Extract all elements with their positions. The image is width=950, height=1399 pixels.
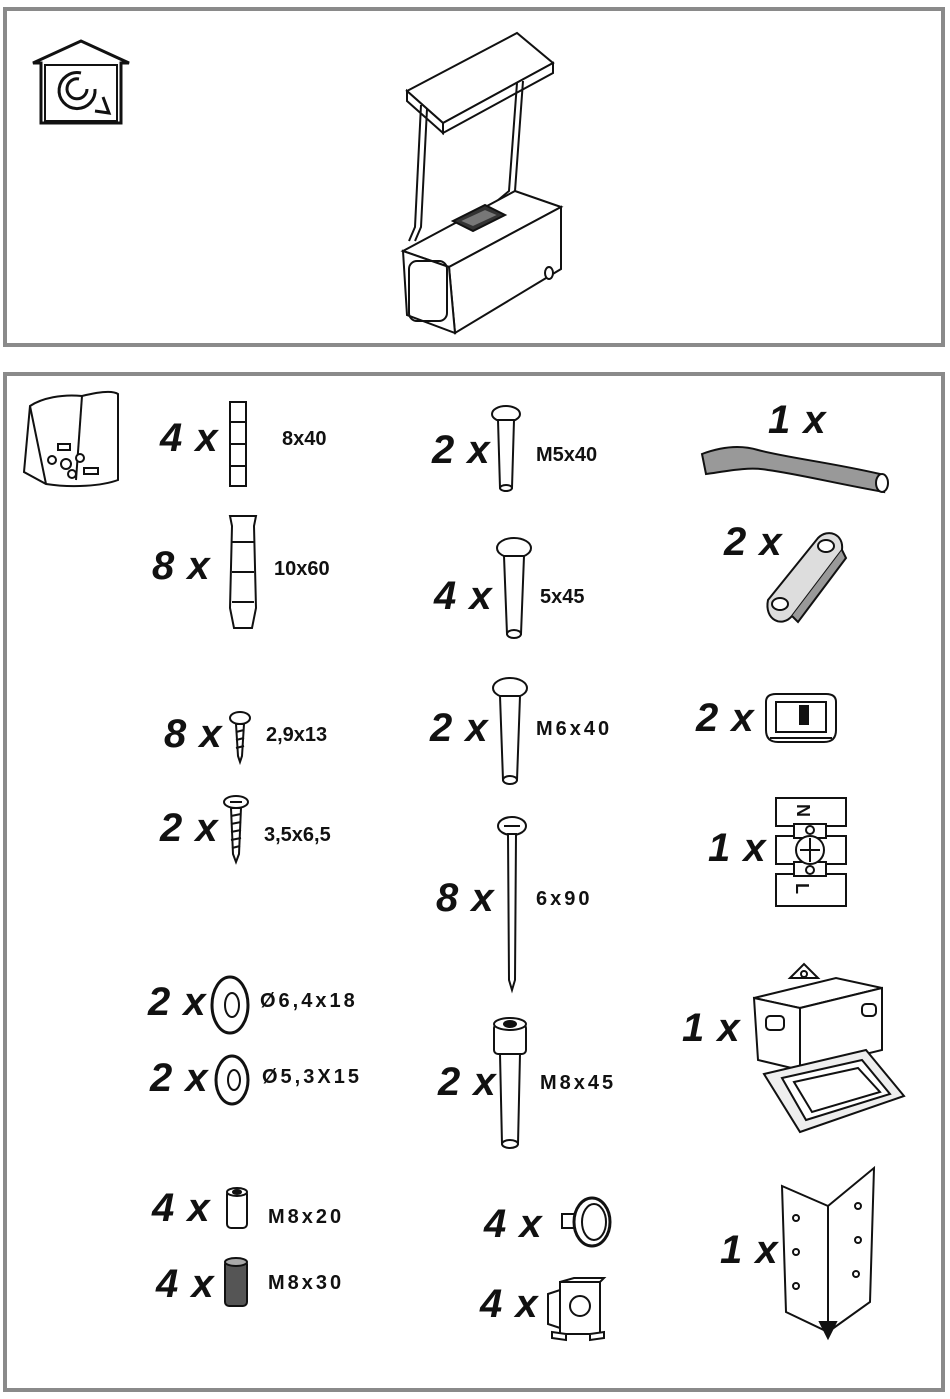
hose-icon (698, 444, 892, 496)
screw-3-5x6-5-size: 3,5x6,5 (264, 824, 331, 847)
self-tapping-screw-icon (228, 710, 252, 764)
rod-6x90-size: 6x90 (536, 888, 593, 911)
bolt-m5x40-size: M5x40 (536, 444, 597, 467)
washer-icon (208, 974, 252, 1036)
plug-10x60-qty: 8 x (152, 544, 211, 589)
washer-icon (212, 1052, 252, 1108)
plug-10x60-size: 10x60 (274, 558, 330, 581)
corner-bracket-qty: 1 x (720, 1228, 779, 1273)
long-screw-icon (496, 814, 528, 994)
clip-icon (760, 690, 842, 748)
product-panel (3, 7, 945, 347)
bolt-5x45-size: 5x45 (540, 586, 585, 609)
washer-6-4x18-qty: 2 x (148, 980, 207, 1025)
knob-icon (552, 1192, 612, 1254)
screw-3-5x6-5-qty: 2 x (160, 806, 219, 851)
hose-qty: 1 x (768, 398, 827, 443)
spacer-m8x20-size: M8x20 (268, 1206, 344, 1229)
indoor-recirculation-house-icon (29, 37, 133, 129)
self-tapping-screw-icon (222, 794, 250, 864)
wall-plug-icon (226, 512, 260, 632)
cage-nut-qty: 4 x (480, 1282, 539, 1327)
bolt-m5x40-qty: 2 x (432, 428, 491, 473)
washer-6-4x18-size: Ø6,4x18 (260, 990, 358, 1013)
spacer-m8x30-size: M8x30 (268, 1272, 344, 1295)
spacer-sleeve-dark-icon (222, 1256, 250, 1310)
socket-cap-screw-icon (490, 1016, 530, 1152)
junction-box-icon (744, 960, 908, 1138)
bolt-5x45-qty: 4 x (434, 574, 493, 619)
rod-6x90-qty: 8 x (436, 876, 495, 921)
spacer-sleeve-icon (224, 1186, 250, 1232)
washer-5-3x15-size: Ø5,3X15 (262, 1066, 362, 1089)
terminal-block-qty: 1 x (708, 826, 767, 871)
bolt-m6x40-size: M6x40 (536, 718, 612, 741)
spacer-m8x30-qty: 4 x (156, 1262, 215, 1307)
plug-8x40-size: 8x40 (282, 428, 327, 451)
terminal-label-n: N (792, 804, 813, 817)
accessory-bag-icon (22, 388, 122, 492)
bolt-icon (490, 676, 530, 788)
washer-5-3x15-qty: 2 x (150, 1056, 209, 1101)
socket-m8x45-size: M8x45 (540, 1072, 616, 1095)
terminal-label-l: L (791, 883, 812, 894)
cooker-hood-illustration (397, 31, 567, 331)
screw-2-9x13-size: 2,9x13 (266, 724, 327, 747)
socket-m8x45-qty: 2 x (438, 1060, 497, 1105)
junction-box-qty: 1 x (682, 1006, 741, 1051)
spacer-m8x20-qty: 4 x (152, 1186, 211, 1231)
cage-nut-icon (546, 1276, 608, 1342)
corner-bracket-icon (776, 1162, 880, 1342)
bolt-icon (490, 404, 522, 496)
link-bracket-icon (758, 524, 848, 632)
plug-8x40-qty: 4 x (160, 416, 219, 461)
wall-plug-icon (226, 400, 250, 488)
bolt-m6x40-qty: 2 x (430, 706, 489, 751)
screw-2-9x13-qty: 8 x (164, 712, 223, 757)
knob-qty: 4 x (484, 1202, 543, 1247)
clip-qty: 2 x (696, 696, 755, 741)
bolt-icon (494, 536, 534, 642)
